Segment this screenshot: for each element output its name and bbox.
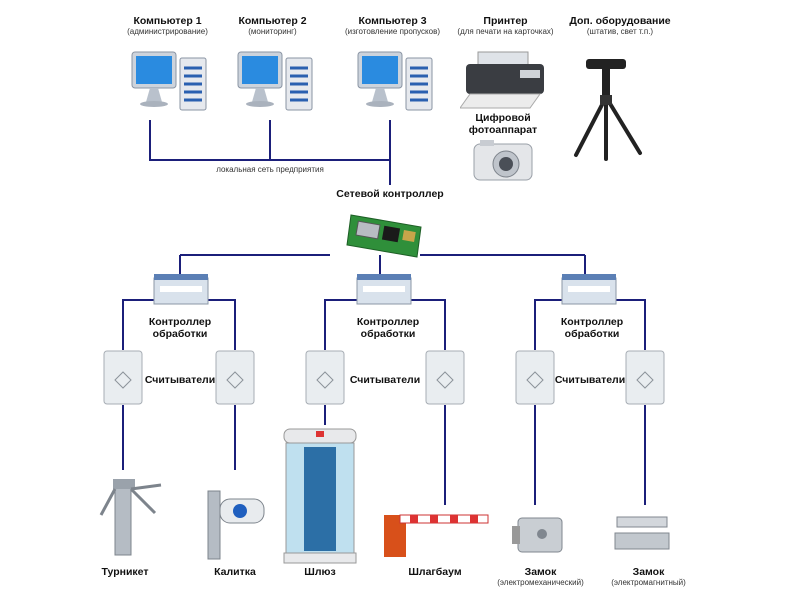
computer-3-title: Компьютер 3	[358, 15, 427, 27]
barrier-label: Шлагбаум	[408, 566, 462, 578]
computer-1-title: Компьютер 1	[133, 15, 202, 27]
camera-title: Цифровой фотоаппарат	[468, 112, 538, 136]
gate-icon	[200, 485, 270, 565]
card-reader-icon	[215, 350, 255, 410]
extra-equipment-label: Доп. оборудование (штатив, свет т.п.)	[565, 15, 675, 36]
turnstile-label: Турникет	[101, 566, 149, 578]
extra-equipment-title: Доп. оборудование	[569, 15, 671, 27]
electromechanical-lock-title: Замок	[524, 566, 557, 578]
readers-label-1: Считыватели	[144, 374, 216, 386]
electromechanical-lock-icon	[510, 512, 565, 562]
printer-icon	[459, 50, 550, 115]
network-controller-icon	[345, 205, 425, 265]
computer-1-subtitle: (администрирование)	[127, 27, 208, 36]
processing-controller-2-icon	[355, 272, 415, 313]
electromechanical-lock-label: Замок (электромеханический)	[488, 566, 593, 587]
gate-label: Калитка	[214, 566, 256, 578]
network-controller-label: Сетевой контроллер	[336, 188, 444, 200]
processing-controller-2-label: Контроллер обработки	[356, 316, 420, 340]
processing-controller-3-icon	[560, 272, 620, 313]
airlock-icon	[280, 425, 360, 570]
computer-2-icon	[236, 50, 316, 123]
computer-2-label: Компьютер 2 (мониторинг)	[225, 15, 320, 36]
lan-label: локальная сеть предприятия	[216, 165, 324, 174]
processing-controller-3-label: Контроллер обработки	[560, 316, 624, 340]
readers-label-2: Считыватели	[349, 374, 421, 386]
printer-title: Принтер	[483, 15, 528, 27]
extra-equipment-subtitle: (штатив, свет т.п.)	[586, 27, 654, 36]
card-reader-icon	[103, 350, 143, 410]
card-reader-icon	[625, 350, 665, 410]
electromagnetic-lock-label: Замок (электромагнитный)	[596, 566, 701, 587]
printer-subtitle: (для печати на карточках)	[457, 27, 554, 36]
tripod-icon	[570, 55, 650, 170]
computer-2-subtitle: (мониторинг)	[248, 27, 297, 36]
barrier-icon	[380, 505, 490, 565]
electromechanical-lock-subtitle: (электромеханический)	[497, 578, 584, 587]
card-reader-icon	[425, 350, 465, 410]
electromagnetic-lock-icon	[613, 515, 673, 560]
computer-3-label: Компьютер 3 (изготовление пропусков)	[335, 15, 450, 36]
processing-controller-1-label: Контроллер обработки	[148, 316, 212, 340]
electromagnetic-lock-title: Замок	[632, 566, 665, 578]
computer-1-icon	[130, 50, 210, 123]
computer-1-label: Компьютер 1 (администрирование)	[120, 15, 215, 36]
camera-icon	[472, 138, 534, 189]
turnstile-icon	[95, 475, 165, 565]
card-reader-icon	[515, 350, 555, 410]
airlock-label: Шлюз	[304, 566, 336, 578]
electromagnetic-lock-subtitle: (электромагнитный)	[611, 578, 686, 587]
card-reader-icon	[305, 350, 345, 410]
processing-controller-1-icon	[152, 272, 212, 313]
computer-2-title: Компьютер 2	[238, 15, 307, 27]
printer-label: Принтер (для печати на карточках)	[448, 15, 563, 36]
readers-label-3: Считыватели	[554, 374, 626, 386]
camera-label: Цифровой фотоаппарат	[468, 112, 538, 136]
computer-3-subtitle: (изготовление пропусков)	[344, 27, 440, 36]
computer-3-icon	[356, 50, 436, 123]
